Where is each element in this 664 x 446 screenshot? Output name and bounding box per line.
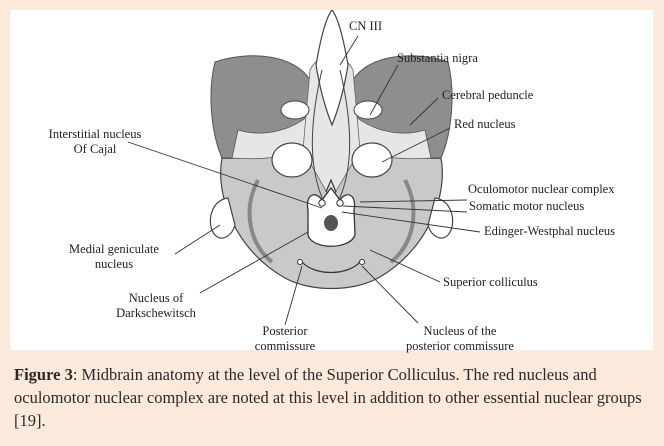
label-nucleus-posterior-commissure: Nucleus of the posterior commissure: [390, 324, 530, 354]
figure-panel: CN III Substantia nigra Cerebral peduncl…: [10, 10, 653, 350]
label-somatic-motor: Somatic motor nucleus: [469, 199, 584, 214]
label-red-nucleus: Red nucleus: [454, 117, 515, 132]
red-nucleus-left: [272, 143, 312, 177]
cerebral-aqueduct: [324, 215, 338, 231]
label-superior-colliculus: Superior colliculus: [443, 275, 538, 290]
figure-caption: Figure 3: Midbrain anatomy at the level …: [14, 363, 654, 432]
label-posterior-commissure: Posterior commissure: [235, 324, 335, 354]
caption-label: Figure 3: [14, 365, 73, 384]
label-interstitial-nucleus: Interstitial nucleus Of Cajal: [30, 127, 160, 157]
label-cn3: CN III: [349, 19, 382, 34]
caption-text: : Midbrain anatomy at the level of the S…: [14, 365, 642, 430]
label-edinger-westphal: Edinger-Westphal nucleus: [484, 224, 615, 239]
label-oculomotor-complex: Oculomotor nuclear complex: [468, 182, 614, 197]
label-substantia-nigra: Substantia nigra: [397, 51, 478, 66]
label-cerebral-peduncle: Cerebral peduncle: [442, 88, 533, 103]
label-darkschewitsch: Nucleus of Darkschewitsch: [106, 291, 206, 321]
label-medial-geniculate: Medial geniculate nucleus: [54, 242, 174, 272]
